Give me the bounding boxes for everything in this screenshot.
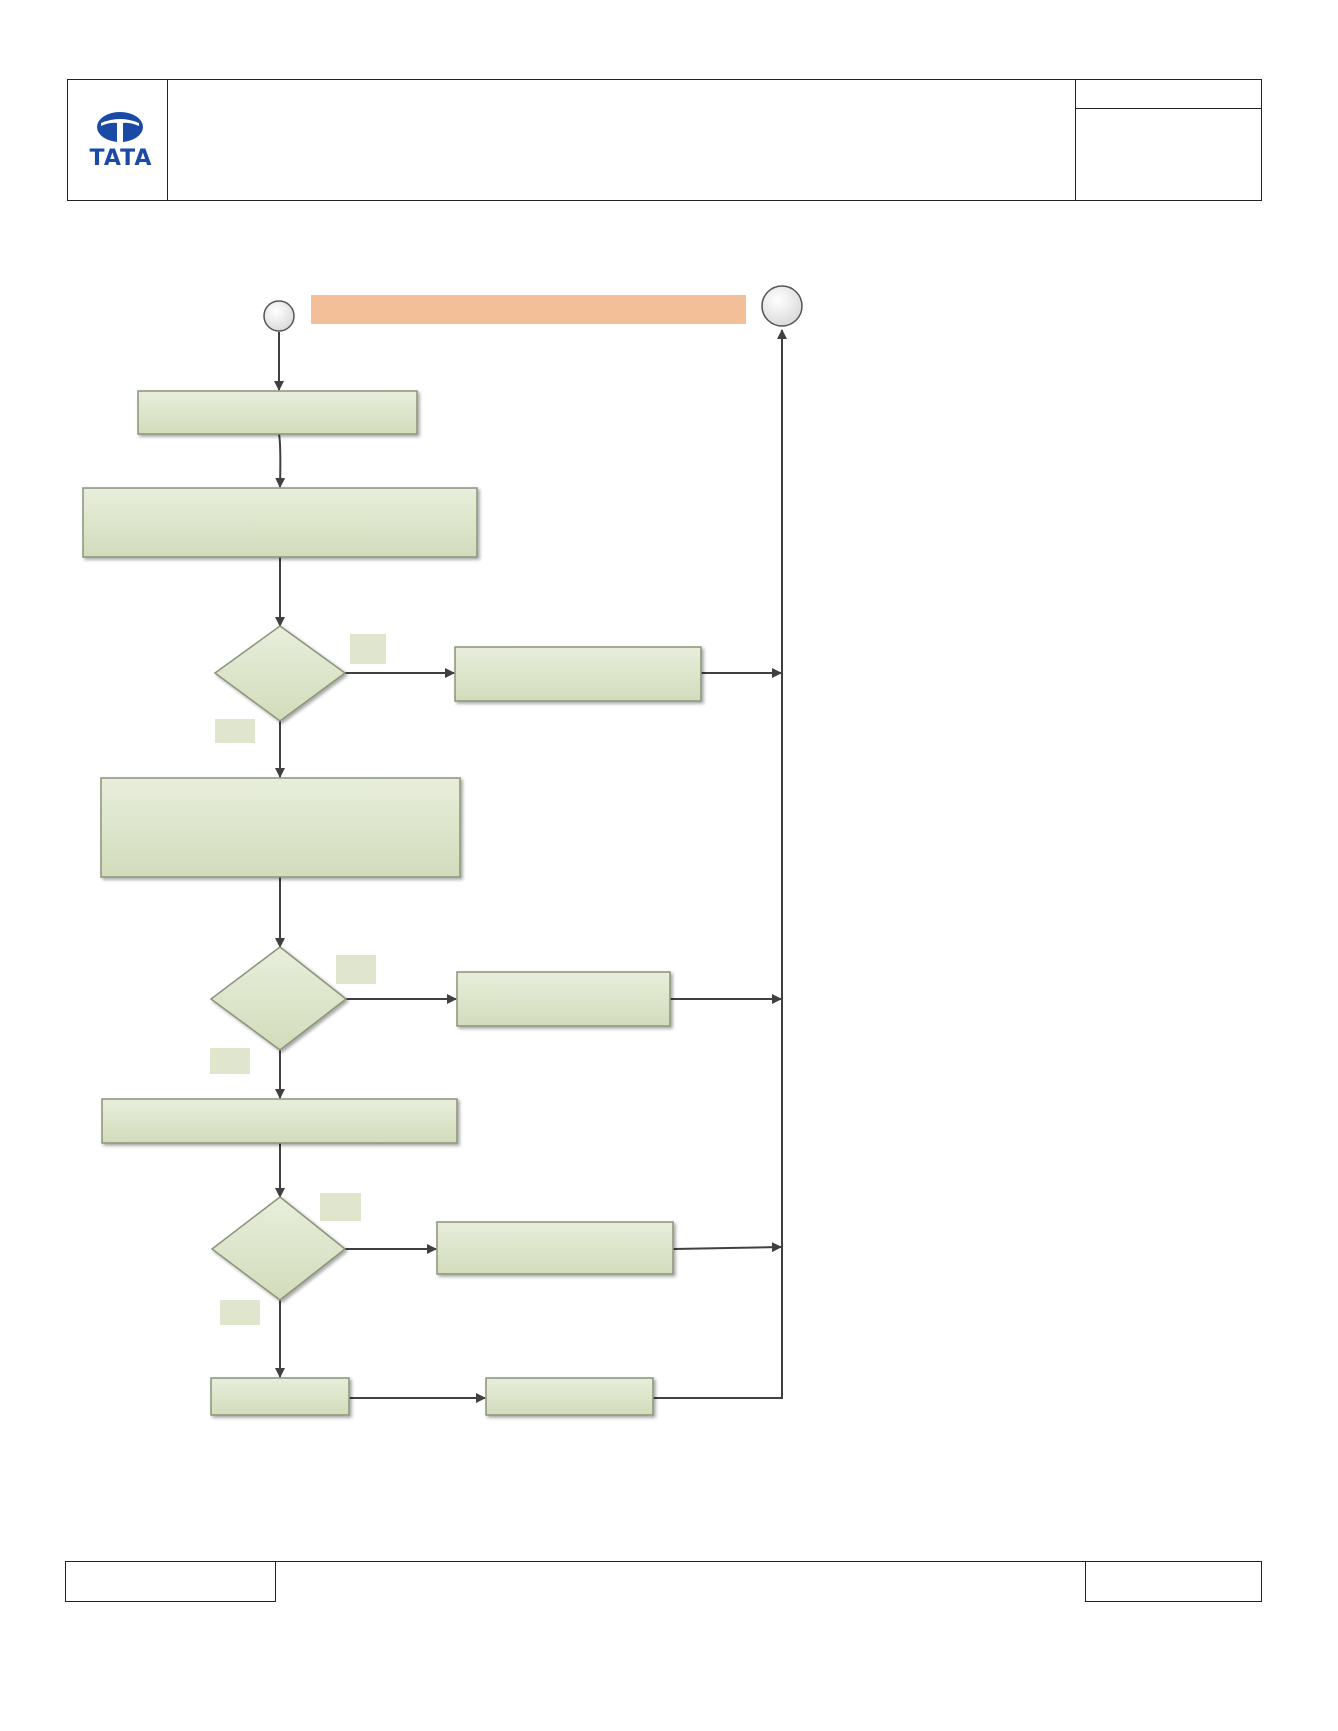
process-box-1: [137, 390, 418, 435]
edge-p1-to-p2: [275, 433, 286, 488]
header-frame: [67, 79, 1262, 201]
tata-logo-icon: [97, 112, 143, 142]
process-box-3: [454, 646, 702, 702]
process-box-5: [456, 971, 671, 1027]
branch-label-chip-6: [220, 1300, 260, 1325]
process-box-6: [101, 1098, 458, 1144]
branch-label-chip-2: [215, 719, 255, 743]
process-box-9: [485, 1377, 654, 1416]
decision-diamond-3: [210, 1196, 347, 1301]
branch-label-chip-1: [350, 634, 386, 664]
start-connector: [263, 300, 295, 332]
process-box-7: [436, 1221, 674, 1275]
end-connector: [761, 285, 803, 327]
edge-p7-to-merge: [672, 1242, 782, 1253]
header-logo-cell: [67, 79, 168, 201]
branch-label-chip-3: [336, 955, 376, 984]
process-box-4: [100, 777, 461, 878]
header-info-divider: [1075, 108, 1262, 109]
decision-diamond-2: [209, 946, 348, 1051]
footer-top-rule: [276, 1561, 1085, 1562]
process-box-2: [82, 487, 478, 558]
footer-right-box: [1085, 1561, 1262, 1602]
branch-label-chip-5: [320, 1193, 361, 1221]
title-banner: [311, 295, 746, 324]
tata-wordmark: TATA: [89, 146, 153, 171]
branch-label-chip-4: [210, 1048, 250, 1074]
footer-left-box: [65, 1561, 276, 1602]
decision-diamond-1: [213, 625, 347, 722]
edge-p9-to-end: [653, 329, 787, 1399]
header-info-cell: [1075, 79, 1262, 201]
process-box-8: [210, 1377, 350, 1416]
